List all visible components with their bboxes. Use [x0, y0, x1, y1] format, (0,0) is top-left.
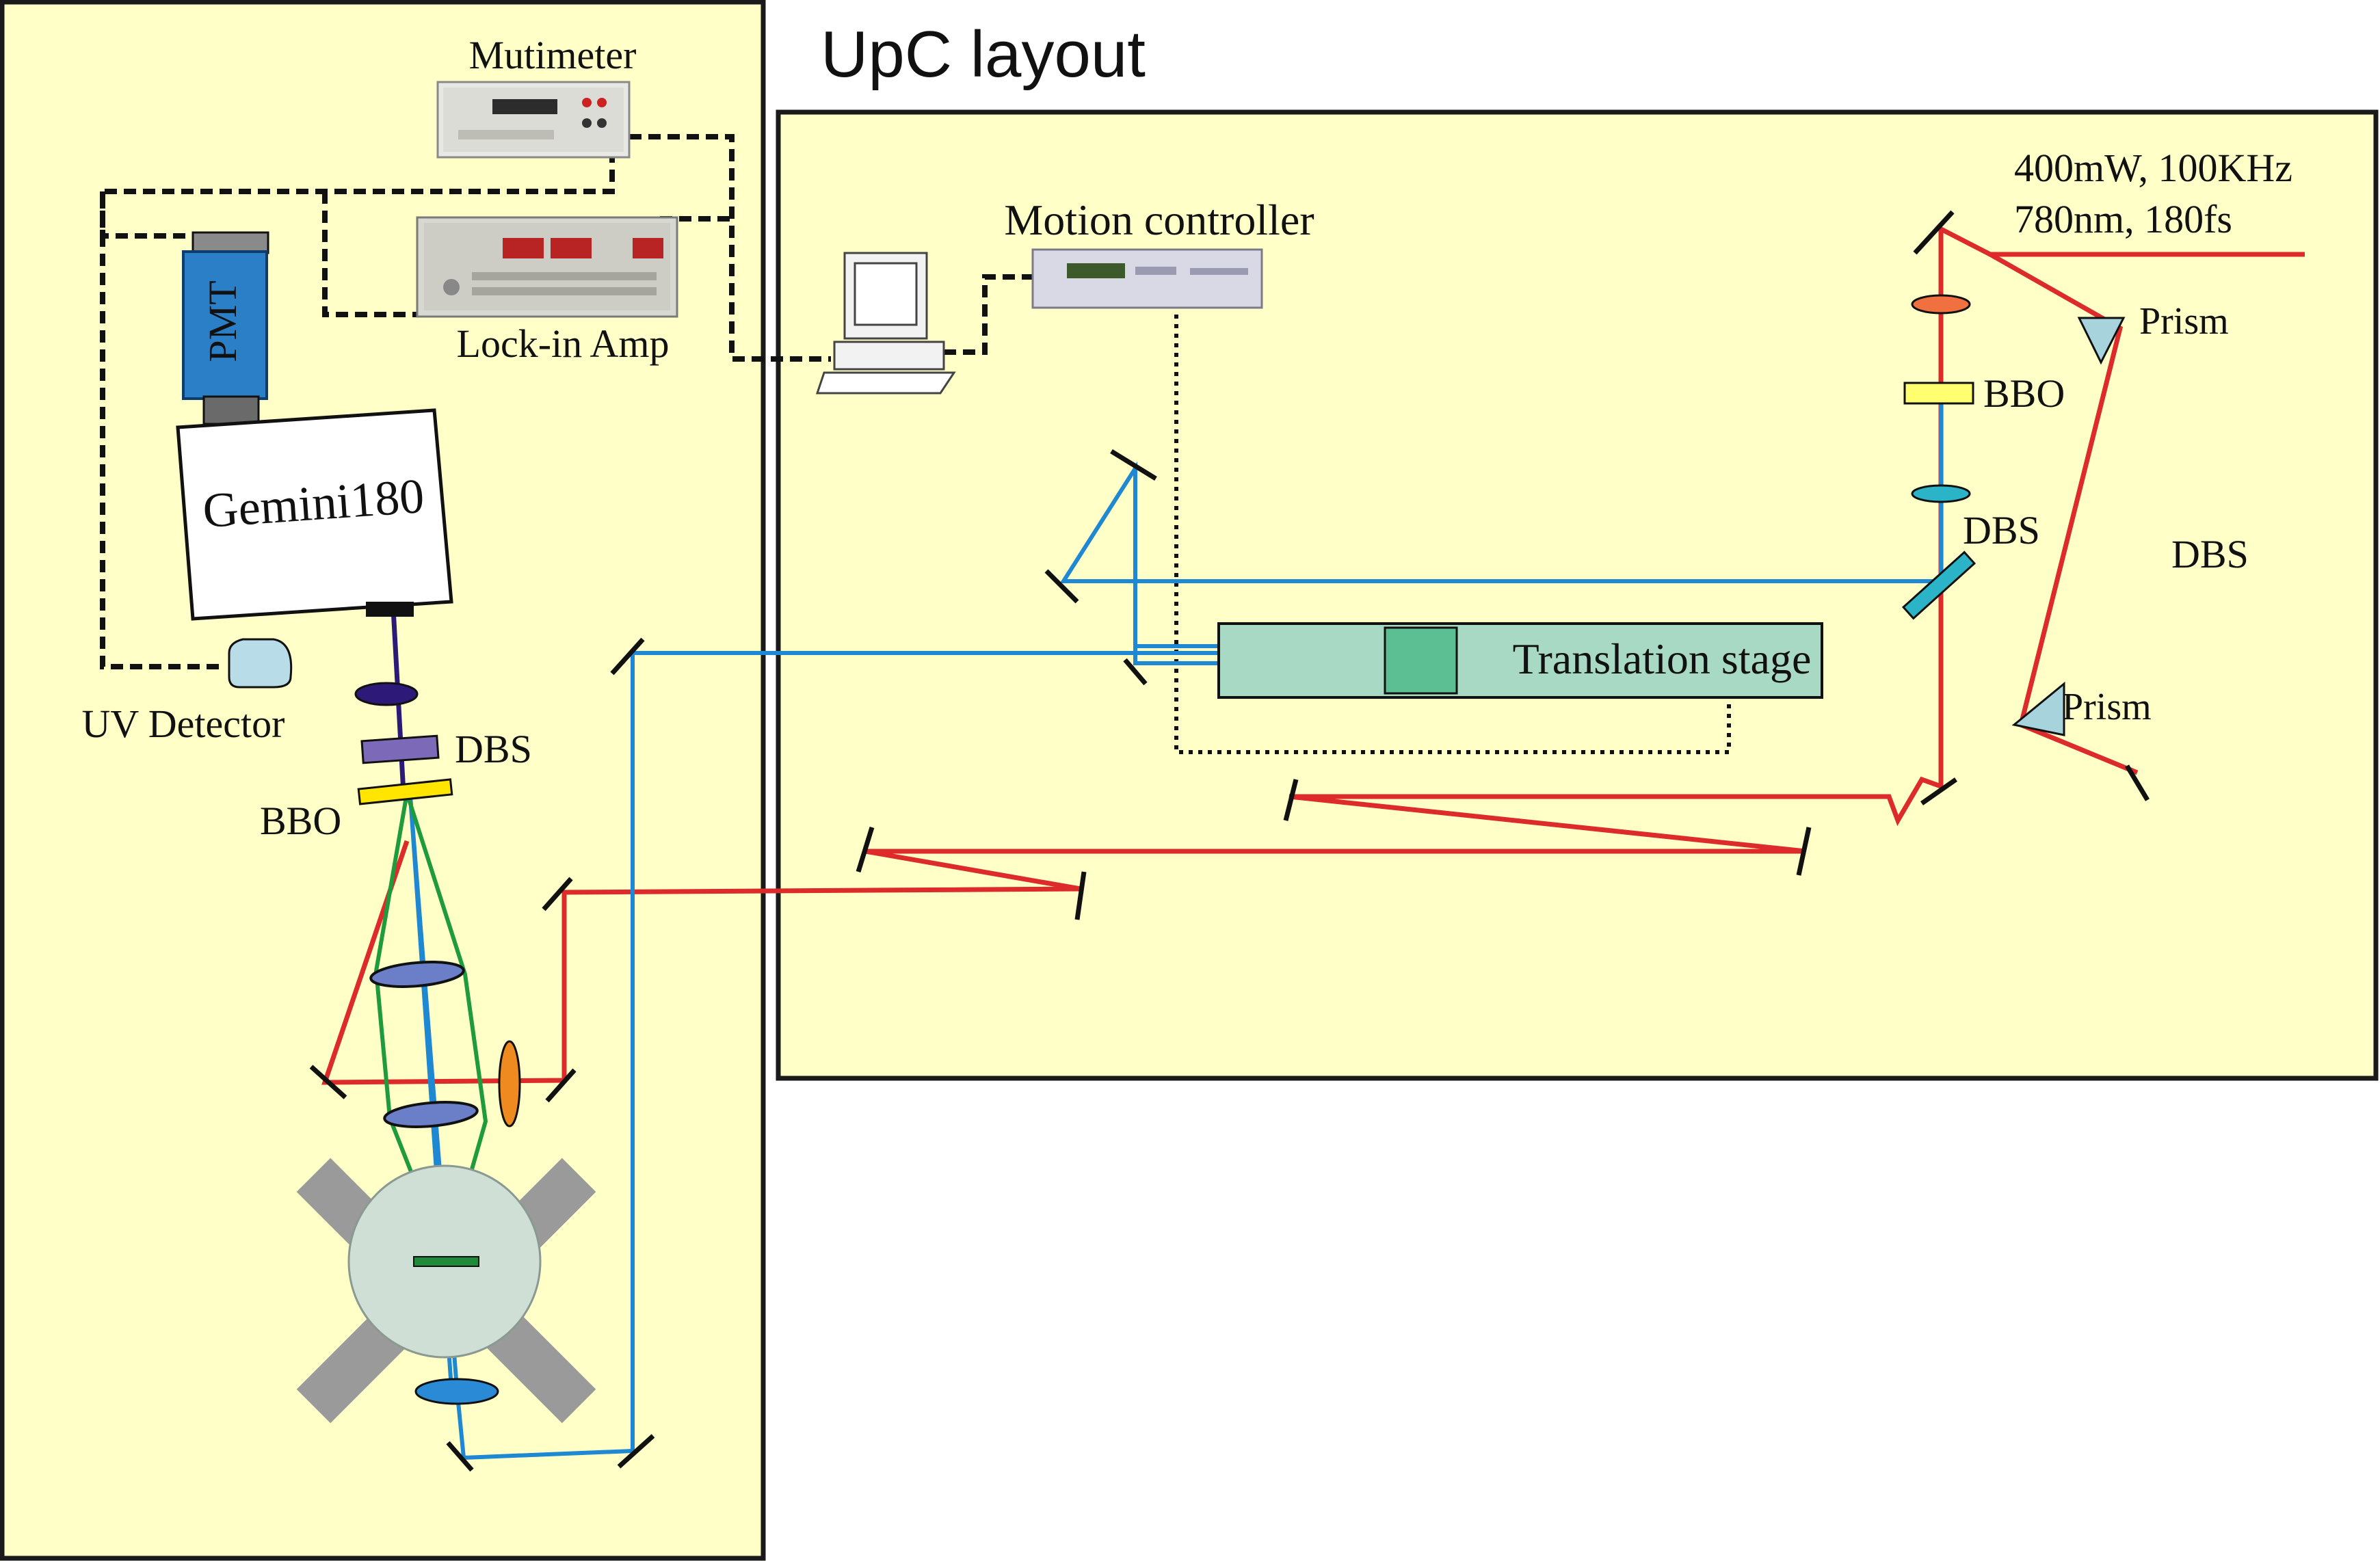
bbo-left-label: BBO — [260, 799, 341, 843]
retroreflector — [1384, 626, 1458, 695]
pmt-base — [202, 395, 260, 425]
lens-icon — [1911, 294, 1971, 315]
lens-icon — [369, 961, 465, 988]
diagram-title: UpC layout — [821, 18, 1146, 91]
lockin-label: Lock-in Amp — [457, 321, 670, 366]
mirror-icon — [1920, 777, 1958, 805]
multimeter-computer-cable — [629, 134, 831, 362]
lens-icon — [354, 682, 419, 706]
lockin-display — [551, 238, 592, 258]
lens-icon — [414, 1378, 499, 1405]
mirror-icon — [309, 1065, 347, 1099]
mirror-icon — [1074, 871, 1087, 920]
prism-top-label: Prism — [2139, 300, 2229, 343]
pmt-cable — [100, 191, 205, 239]
mirror-icon — [545, 1068, 577, 1103]
dbs-far-right-label: DBS — [2171, 532, 2249, 576]
lens-icon — [383, 1101, 479, 1128]
multimeter-display — [492, 99, 557, 114]
uv-detector — [228, 638, 293, 689]
bbo-crystal-left — [357, 778, 453, 805]
motion-controller-device — [1031, 248, 1263, 309]
controller-stage-cable — [1174, 315, 1731, 754]
mirror-icon — [1123, 658, 1148, 686]
red-beam-prism-path — [1981, 252, 2305, 775]
pmt-label: PMT — [200, 280, 245, 362]
dbs-right-label: DBS — [1963, 508, 2040, 552]
mirror-icon — [610, 637, 645, 676]
mirror-icon — [856, 826, 875, 873]
mirror-icon — [1044, 569, 1079, 604]
red-beam — [321, 225, 2305, 1085]
sample-chamber — [296, 1158, 596, 1424]
translation-stage — [1217, 622, 1823, 699]
prism-icon — [2077, 317, 2126, 365]
pmt-cap — [191, 231, 269, 254]
laser-spec-line2: 780nm, 180fs — [2014, 197, 2232, 241]
mirror-icon — [2124, 764, 2150, 801]
computer — [815, 252, 956, 395]
lockin-display — [503, 238, 544, 258]
translation-stage-label: Translation stage — [1513, 635, 1812, 683]
motion-controller-label: Motion controller — [1004, 196, 1314, 244]
multimeter — [436, 81, 631, 159]
mirror-icon — [542, 877, 573, 911]
mutimeter-label: Mutimeter — [469, 33, 637, 77]
prism-bottom-label: Prism — [2062, 686, 2152, 728]
mirror-icon — [446, 1441, 474, 1472]
gemini180-spectrometer — [176, 408, 453, 621]
chamber-port — [484, 1311, 596, 1424]
bbo-crystal-right — [1903, 382, 1974, 405]
mirror-icon — [1796, 827, 1812, 876]
laser-spec-line1: 400mW, 100KHz — [2014, 146, 2292, 190]
chamber-port — [296, 1311, 408, 1424]
mirror-icon — [1283, 779, 1299, 821]
right-panel — [776, 109, 2379, 1081]
dbs-filter-left — [360, 734, 440, 764]
mirror-icon — [1913, 210, 1955, 255]
mirror-icon — [617, 1434, 655, 1469]
lens-icon — [1911, 484, 1971, 503]
dbs-mirror-right — [1901, 550, 1976, 620]
uv-detector-label: UV Detector — [82, 702, 285, 746]
spectrometer-slit — [366, 602, 414, 617]
prism-icon — [2011, 681, 2065, 736]
pmt — [182, 250, 268, 400]
bbo-right-label: BBO — [1983, 371, 2065, 416]
red-beam-main-path — [321, 225, 1992, 1085]
computer-controller-cable — [944, 274, 1033, 355]
lockin-display — [633, 238, 663, 258]
mirror-icon — [1110, 449, 1157, 481]
uv-detector-cable — [100, 150, 615, 669]
lens-icon — [498, 1040, 521, 1128]
sample-cell — [413, 1256, 479, 1267]
mirrors — [309, 210, 2150, 1472]
dbs-left-label: DBS — [455, 727, 532, 771]
lockin-amplifier — [416, 216, 678, 318]
